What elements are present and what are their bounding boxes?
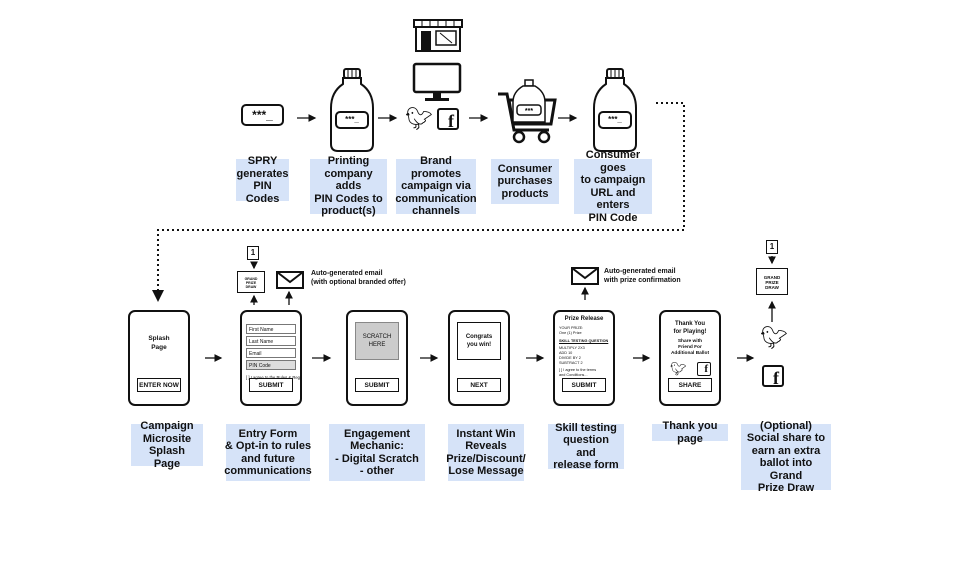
dotted-connector [152, 102, 685, 302]
label-instant-win: Instant Win Reveals Prize/Discount/ Lose… [446, 424, 526, 481]
skill-question-math: MULTIPLY 2X3 ADD 10 DIVIDE BY 2 SUBTRACT… [559, 346, 585, 365]
label-engagement-mechanic: Engagement Mechanic: - Digital Scratch -… [329, 424, 425, 481]
pin-card-icon: ***_ [241, 104, 284, 126]
phone-prize-release: Prize Release YOUR PRIZE: One (1) Prize … [553, 310, 615, 406]
ballot-slip-icon-2: 1 [766, 240, 778, 254]
first-name-field[interactable]: First Name [246, 324, 296, 334]
label-spry-generates: SPRY generates PIN Codes [236, 155, 289, 205]
phone-scratch: SCRATCH HERE SUBMIT [346, 310, 408, 406]
scratch-panel-text: SCRATCH HERE [362, 334, 392, 348]
storefront-icon [413, 19, 463, 52]
email-field[interactable]: Email [246, 348, 296, 358]
release-prize-lines: YOUR PRIZE: One (1) Prize [559, 326, 584, 335]
facebook-icon: f [437, 108, 459, 131]
last-name-field[interactable]: Last Name [246, 336, 296, 346]
release-submit-button[interactable]: SUBMIT [562, 378, 606, 392]
win-text: Congrats you win! [465, 334, 493, 348]
skill-question-heading: SKILL TESTING QUESTION [559, 339, 609, 343]
rules-agree-checkbox[interactable]: [ ] I agree to the Rules & Regs [246, 375, 303, 380]
monitor-icon [412, 62, 462, 101]
thanks-twitter-icon[interactable]: 🐦︎ [670, 361, 687, 376]
bottle-pin-text-2: ***_ [608, 115, 622, 124]
ballot-box-icon: GRAND PRIZE DRAW [237, 271, 265, 293]
next-button[interactable]: NEXT [457, 378, 501, 392]
phone-thank-you: Thank You for Playing! Share with Friend… [659, 310, 721, 406]
thanks-sub: Share with Friend For Additional Ballot [670, 339, 710, 356]
ballot-box-text: GRAND PRIZE DRAW [244, 277, 258, 289]
thanks-title: Thank You for Playing! [673, 321, 707, 335]
scratch-submit-button[interactable]: SUBMIT [355, 378, 399, 392]
bottle-icon-2 [593, 68, 637, 152]
release-agree-checkbox[interactable]: [ ] I agree to the terms and Conditions.… [559, 368, 597, 377]
grand-prize-box-text: GRAND PRIZE DRAW [763, 275, 781, 290]
ballot-slip-icon: 1 [247, 246, 259, 260]
label-consumer-enters-pin: Consumer goes to campaign URL and enters… [574, 149, 652, 224]
email-icon-2 [571, 267, 599, 285]
release-title: Prize Release [564, 316, 604, 322]
phone-splash-page: Splash Page ENTER NOW [128, 310, 190, 406]
scratch-panel[interactable]: SCRATCH HERE [355, 322, 399, 360]
label-skill-testing: Skill testing question and release form [548, 422, 624, 471]
label-entry-form: Entry Form & Opt-in to rules and future … [224, 424, 312, 481]
label-brand-promotes: Brand promotes campaign via communicatio… [395, 155, 477, 218]
shopping-cart-icon: *** [498, 79, 557, 144]
win-panel: Congrats you win! [457, 322, 501, 360]
label-optional-social-share: (Optional) Social share to earn an extra… [741, 420, 831, 494]
grand-prize-box-icon: GRAND PRIZE DRAW [756, 268, 788, 295]
email-icon [276, 271, 304, 289]
label-printing-company: Printing company adds PIN Codes to produ… [310, 155, 387, 217]
facebook-icon-2: f [762, 365, 784, 388]
label-campaign-microsite: Campaign Microsite Splash Page [131, 420, 203, 470]
phone-entry-form: First Name Last Name Email PIN Code [ ] … [240, 310, 302, 406]
email-note-entry: Auto-generated email (with optional bran… [311, 270, 406, 286]
label-thank-you-page: Thank you page [652, 420, 728, 445]
splash-title: Splash Page [148, 335, 170, 351]
phone-instant-win: Congrats you win! NEXT [448, 310, 510, 406]
pin-code-field[interactable]: PIN Code [246, 360, 296, 370]
svg-text:***: *** [525, 108, 533, 115]
share-button[interactable]: SHARE [668, 378, 712, 392]
bottle-icon [330, 68, 374, 152]
thanks-facebook-icon[interactable]: f [697, 362, 711, 376]
twitter-icon-2: 🐦︎ [760, 325, 788, 350]
enter-now-button[interactable]: ENTER NOW [137, 378, 181, 392]
label-consumer-purchases: Consumer purchases products [491, 159, 559, 204]
form-submit-button[interactable]: SUBMIT [249, 378, 293, 392]
bottle-pin-text: ***_ [345, 115, 359, 124]
twitter-icon: 🐦︎ [405, 106, 433, 131]
email-note-prize: Auto-generated email with prize confirma… [604, 268, 681, 284]
